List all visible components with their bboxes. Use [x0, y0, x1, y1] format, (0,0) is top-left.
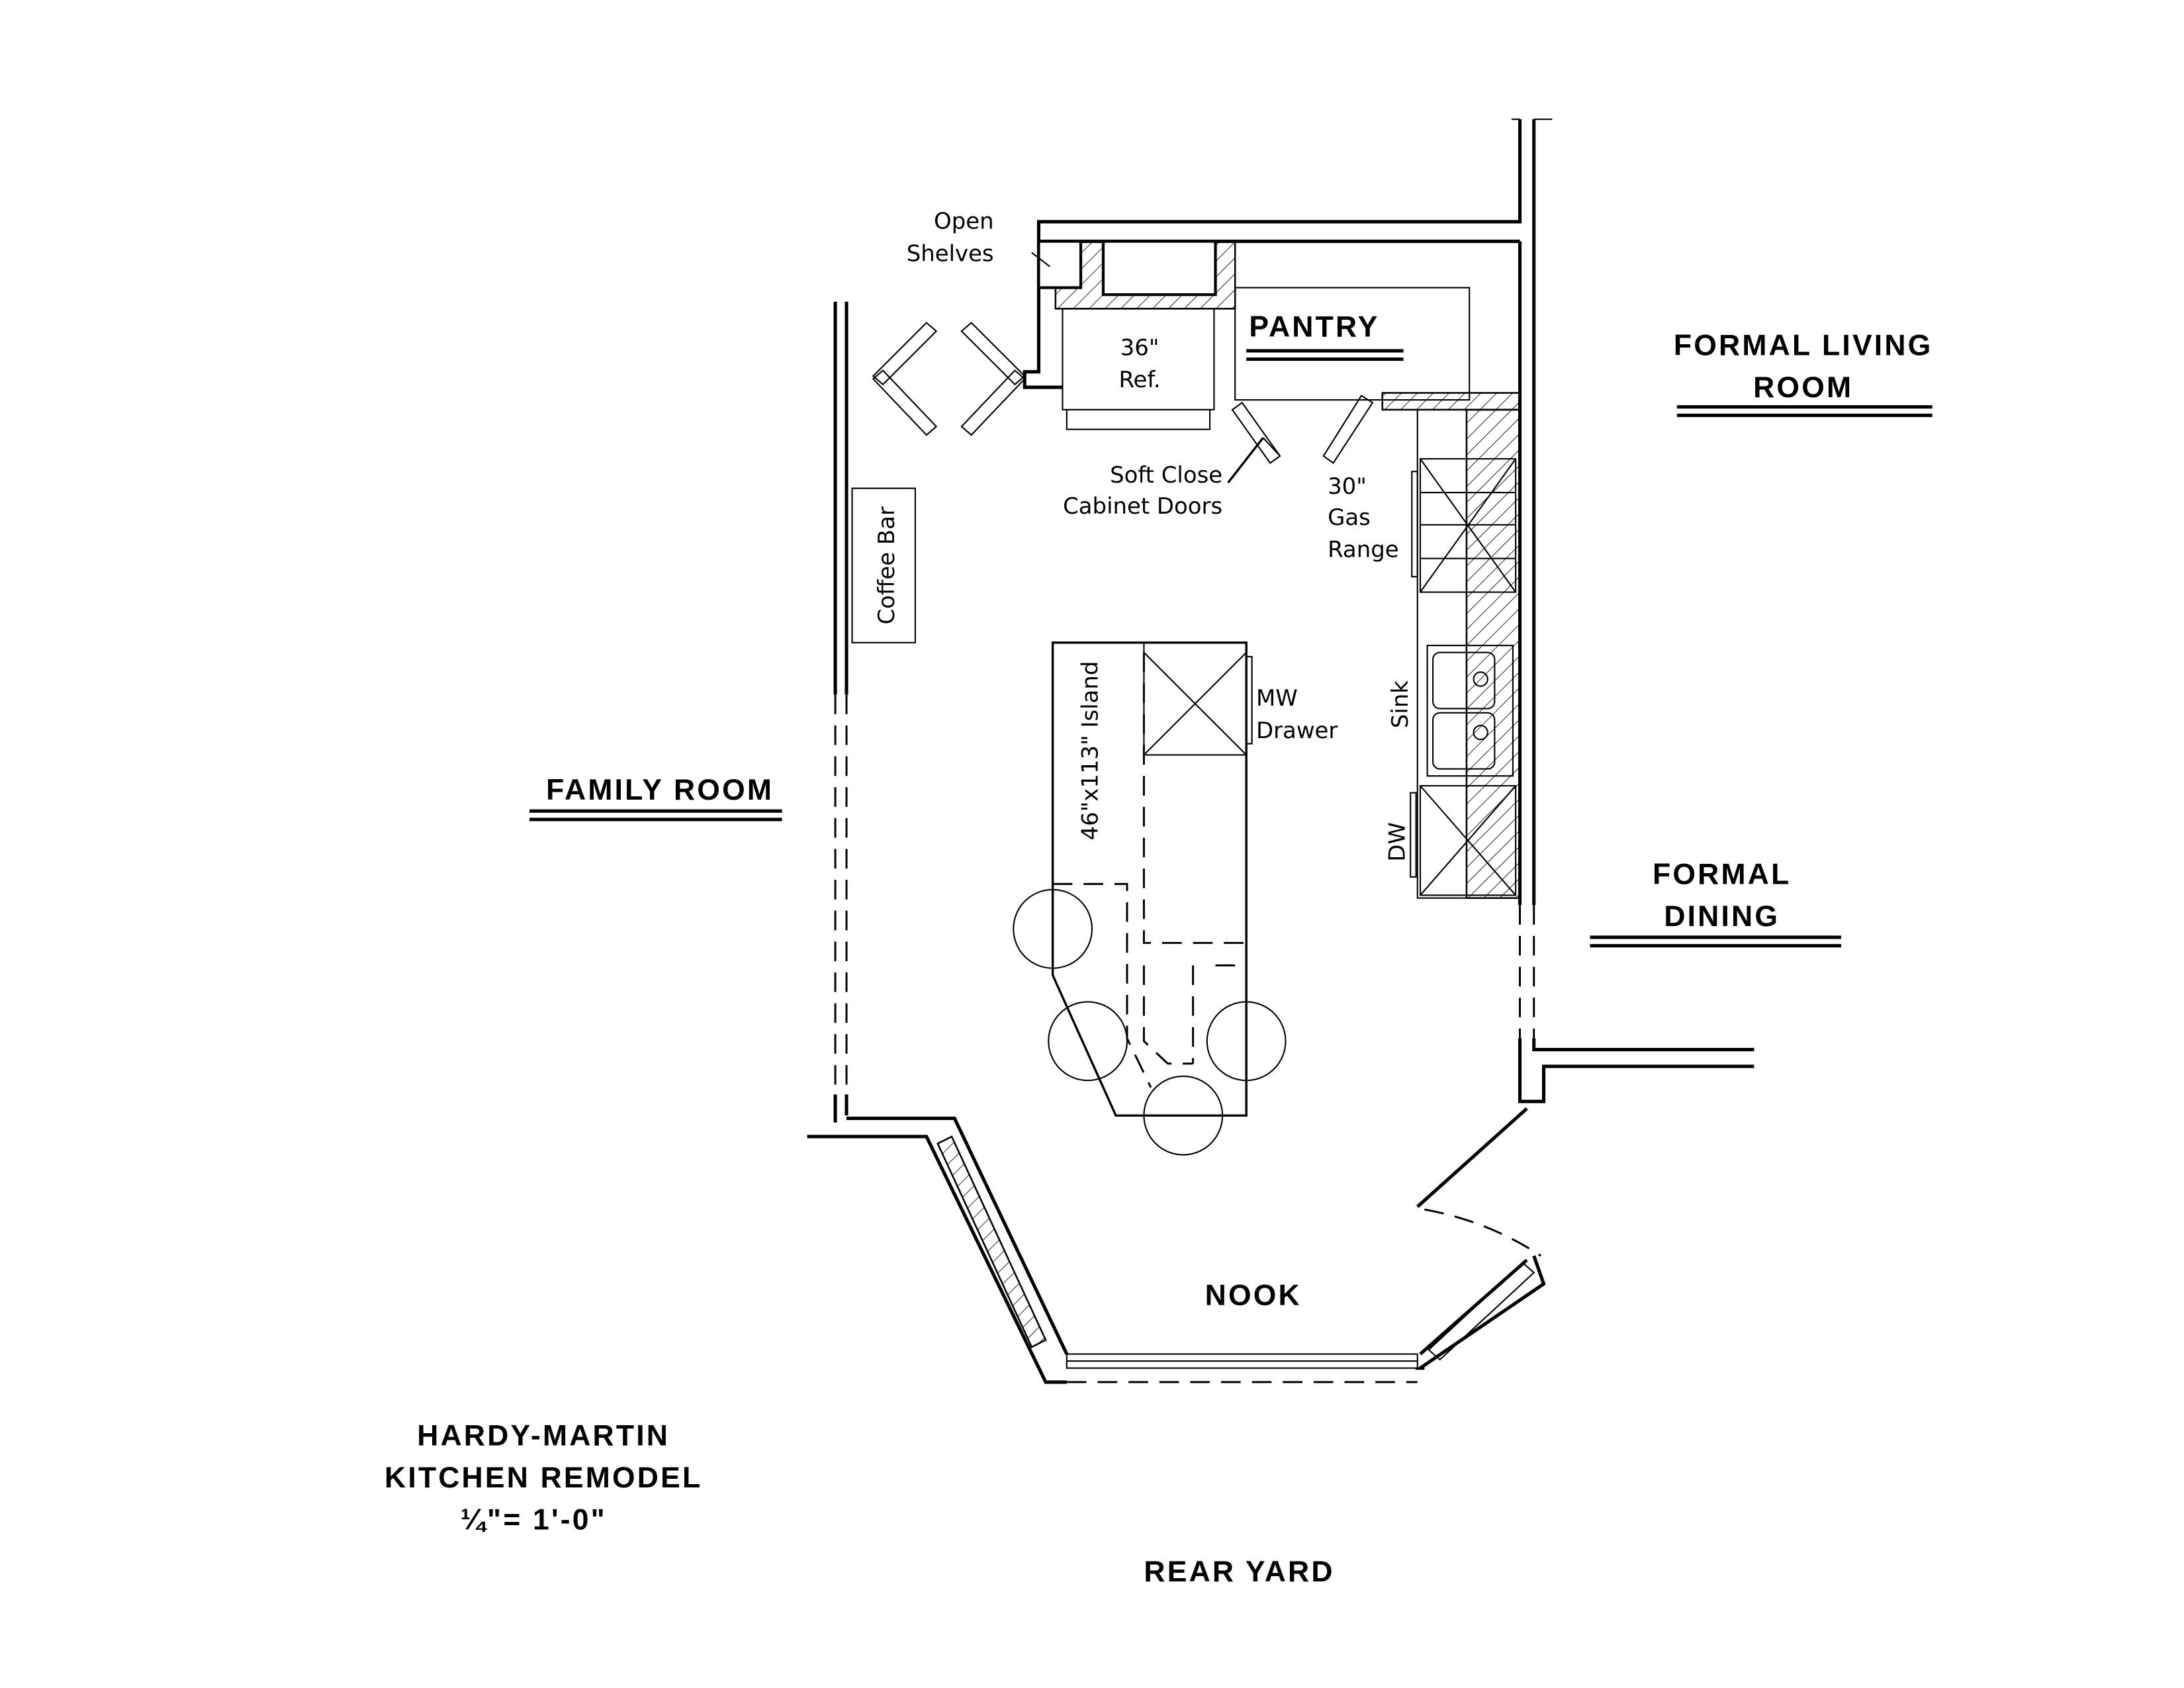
note-open-shelves-2: Shelves: [907, 240, 994, 266]
room-label-formal-dining: FORMAL: [1653, 858, 1791, 890]
room-label-pantry: PANTRY: [1249, 311, 1379, 344]
coffee-bar: [851, 487, 916, 643]
note-ref-2: Ref.: [1118, 367, 1160, 393]
note-range-3: Range: [1328, 537, 1398, 563]
room-label-family-room: FAMILY ROOM: [546, 774, 774, 806]
dishwasher: [1419, 784, 1517, 896]
note-sink: Sink: [1387, 680, 1413, 728]
island: [1013, 641, 1287, 1156]
note-open-shelves: Open: [934, 209, 994, 234]
note-dw: DW: [1385, 822, 1410, 862]
note-soft-close: Soft Close: [1110, 462, 1222, 488]
room-label-nook: NOOK: [1205, 1279, 1302, 1311]
stool: [1143, 1075, 1224, 1156]
note-island: 46"x113" Island: [1077, 661, 1103, 841]
title-line-2: KITCHEN REMODEL: [385, 1462, 702, 1494]
counter-run: [1410, 408, 1521, 899]
note-mw-drawer: MW: [1256, 685, 1298, 711]
stool: [1013, 888, 1093, 969]
note-range: 30": [1328, 473, 1367, 499]
title-scale: ¼"= 1'-0": [461, 1503, 607, 1536]
room-label-formal-dining-2: DINING: [1664, 900, 1780, 933]
room-label-formal-living: FORMAL LIVING: [1674, 329, 1933, 361]
stool: [1048, 1001, 1128, 1082]
walls: [807, 118, 1754, 1384]
note-soft-close-2: Cabinet Doors: [1063, 493, 1222, 519]
note-coffee-bar: Coffee Bar: [874, 506, 899, 624]
room-label-rear-yard: REAR YARD: [1144, 1556, 1334, 1588]
title-line-1: HARDY-MARTIN: [417, 1419, 670, 1452]
sink: [1426, 645, 1514, 777]
note-range-2: Gas: [1328, 504, 1371, 530]
note-mw-drawer-2: Drawer: [1256, 718, 1338, 743]
room-label-formal-living-2: ROOM: [1753, 371, 1853, 404]
note-ref: 36": [1120, 334, 1160, 360]
stool: [1206, 1001, 1287, 1082]
pantry-area: [872, 240, 1521, 465]
